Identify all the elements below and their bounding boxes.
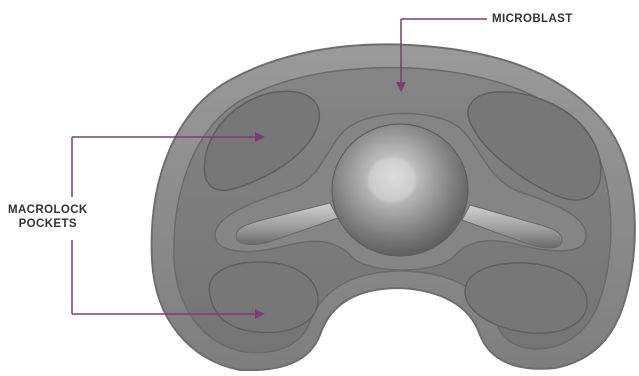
dome-highlight [368, 158, 416, 202]
macrolock-label-line1: MACROLOCK [8, 203, 88, 217]
macrolock-label-line2: POCKETS [8, 217, 88, 231]
microblast-label: MICROBLAST [492, 12, 573, 26]
macrolock-pockets-label: MACROLOCK POCKETS [8, 203, 88, 231]
pocket-lower-left [209, 262, 318, 332]
